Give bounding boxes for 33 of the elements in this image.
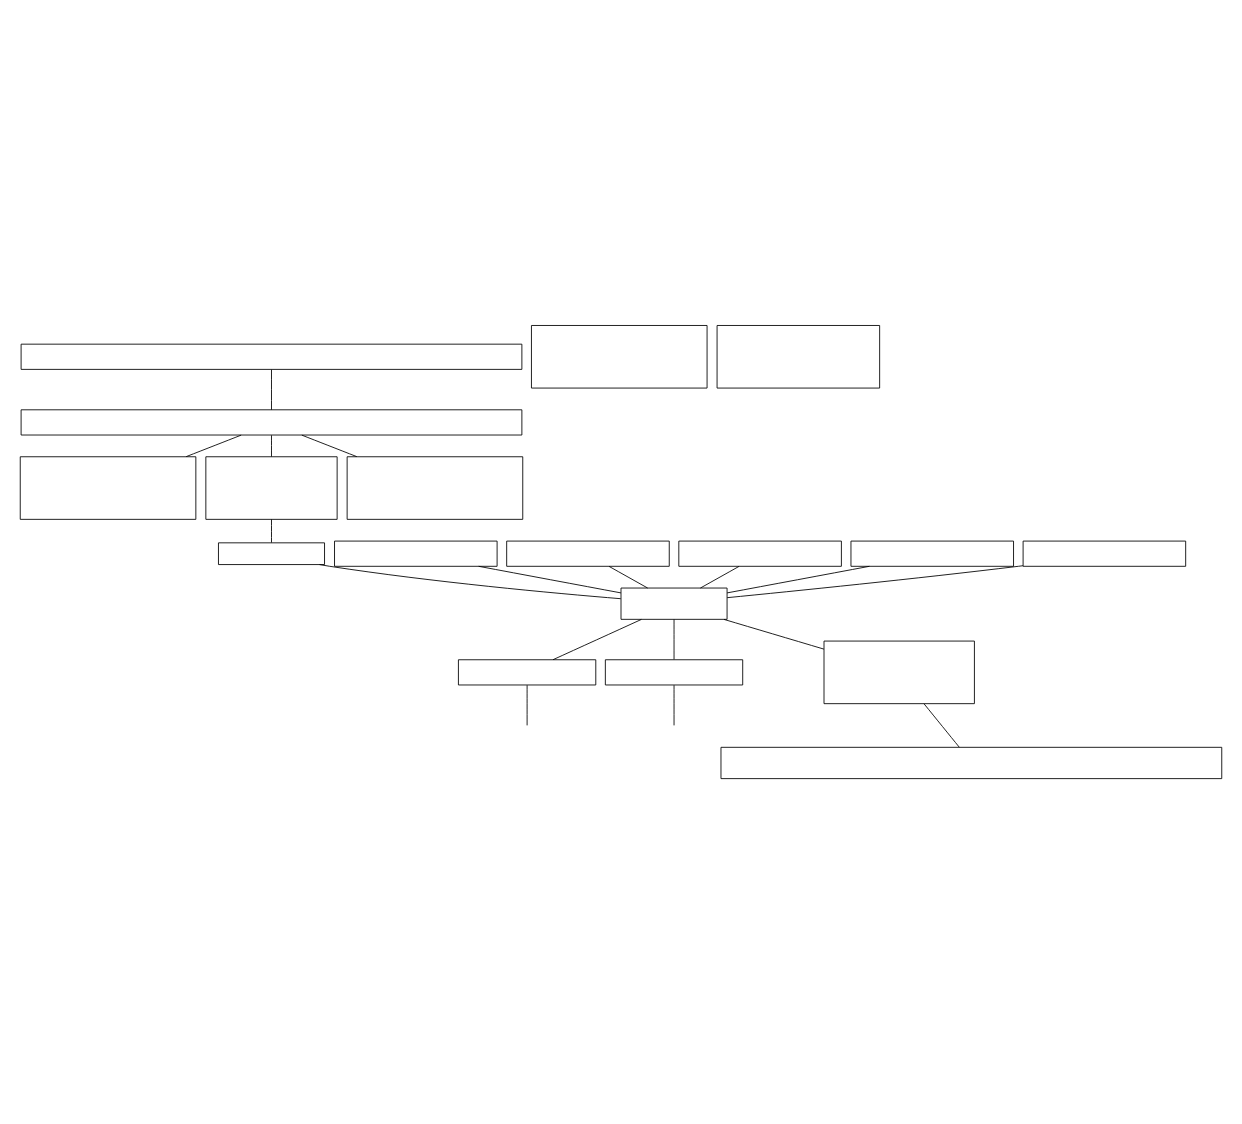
connector <box>271 368 272 410</box>
connector <box>726 564 870 593</box>
node-box <box>506 539 670 566</box>
node-box <box>1022 539 1187 566</box>
connector <box>700 564 740 588</box>
node-box <box>20 342 523 369</box>
connector <box>271 517 272 542</box>
node-box <box>850 539 1014 566</box>
connector <box>723 618 825 649</box>
node-box <box>20 408 523 435</box>
connector <box>478 564 622 593</box>
connector <box>923 702 960 747</box>
connector <box>301 433 358 457</box>
node-box <box>716 324 881 388</box>
node-box <box>19 455 197 519</box>
node-box <box>334 539 498 566</box>
connector <box>319 563 622 599</box>
node-box <box>823 639 975 704</box>
node-box <box>620 586 728 619</box>
node-box <box>720 745 1223 779</box>
node-box <box>205 455 338 519</box>
connector <box>673 618 675 659</box>
connector <box>608 564 649 588</box>
node-box <box>458 658 597 685</box>
connector <box>726 564 1024 598</box>
node-box <box>678 539 842 566</box>
node-box <box>346 455 524 519</box>
node-box <box>218 541 325 564</box>
node-box <box>531 324 708 388</box>
node-box <box>604 658 744 685</box>
connector <box>552 618 642 660</box>
connector <box>271 433 272 457</box>
connector <box>185 433 242 457</box>
